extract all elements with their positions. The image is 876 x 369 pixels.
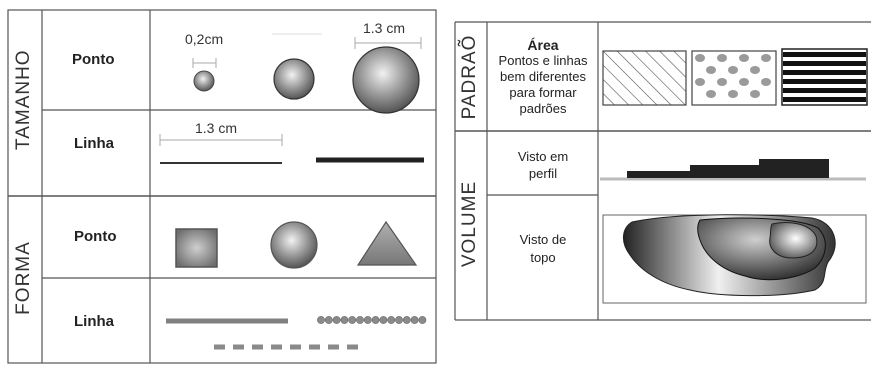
line-dot <box>395 316 403 324</box>
line-length-label: 1.3 cm <box>195 120 238 136</box>
circle-point <box>270 221 318 269</box>
line-dot <box>340 316 349 324</box>
pattern-dot <box>706 66 716 74</box>
row-label-forma-linha: Linha <box>74 313 114 330</box>
stripe-pattern-lines <box>783 52 866 102</box>
large-point-dimension <box>354 37 422 49</box>
line-dimension <box>159 134 283 146</box>
pattern-dot <box>728 66 738 74</box>
small-point-label: 0,2cm <box>185 31 224 47</box>
perfil-label-2: perfil <box>528 166 558 181</box>
pattern-dot <box>750 66 760 74</box>
section-title-forma: FORMA <box>13 241 34 315</box>
line-dot <box>317 316 325 324</box>
medium-sphere <box>273 58 315 100</box>
perfil-label-1: Visto em <box>517 149 569 164</box>
large-point-label: 1.3 cm <box>363 20 406 36</box>
stripe-pattern <box>781 48 868 106</box>
hatch-pattern <box>602 50 687 106</box>
pattern-stripe <box>783 79 866 84</box>
line-dot <box>348 316 357 324</box>
pattern-dot <box>750 90 760 98</box>
topo-label-1: Visto de <box>519 232 567 247</box>
triangle-point <box>356 220 418 266</box>
pattern-dot <box>695 78 705 86</box>
line-dot <box>363 316 372 324</box>
line-dot <box>332 316 341 324</box>
pattern-stripe <box>783 52 866 57</box>
large-sphere <box>352 46 420 114</box>
left-table-grid <box>7 9 437 364</box>
line-dot <box>379 316 388 324</box>
pattern-dot <box>761 78 771 86</box>
line-dot <box>418 316 427 324</box>
topo-label-2: topo <box>530 250 556 265</box>
section-title-volume: VOLUME <box>459 180 480 268</box>
profile-bars <box>600 159 866 181</box>
pattern-stripe <box>783 70 866 75</box>
dotted-line <box>317 316 427 324</box>
line-dot <box>324 316 333 324</box>
pattern-stripe <box>783 61 866 66</box>
pattern-dot <box>739 78 749 86</box>
row-label-tamanho-linha: Linha <box>74 135 114 152</box>
right-table-grid <box>454 21 871 321</box>
dot-pattern-dots <box>695 54 771 98</box>
small-sphere <box>193 70 215 92</box>
square-point <box>175 228 218 268</box>
area-desc-2: bem diferentes <box>500 69 586 84</box>
small-point-dimension <box>192 58 217 68</box>
row-label-tamanho-ponto: Ponto <box>72 51 115 68</box>
area-desc-4: padrões <box>519 101 567 116</box>
section-title-tamanho: TAMANHO <box>13 49 34 150</box>
pattern-dot <box>695 54 705 62</box>
row-label-forma-ponto: Ponto <box>74 228 117 245</box>
line-dot <box>402 316 411 324</box>
pattern-dot <box>761 54 771 62</box>
line-dot <box>356 316 364 324</box>
pattern-dot <box>739 54 749 62</box>
pattern-dot <box>728 90 738 98</box>
topo-inner <box>769 222 818 259</box>
pattern-stripe <box>783 88 866 93</box>
pattern-dot <box>717 78 727 86</box>
line-dot <box>410 316 419 324</box>
area-desc-3: para formar <box>509 85 577 100</box>
pattern-dot <box>706 90 716 98</box>
pattern-stripe <box>783 97 866 102</box>
pattern-dot <box>717 54 727 62</box>
area-title: Área <box>527 37 559 53</box>
line-dot <box>371 316 380 324</box>
section-title-padrao: PADRAÕ <box>459 34 480 120</box>
line-dot <box>387 316 396 324</box>
area-desc-1: Pontos e linhas <box>498 53 588 68</box>
